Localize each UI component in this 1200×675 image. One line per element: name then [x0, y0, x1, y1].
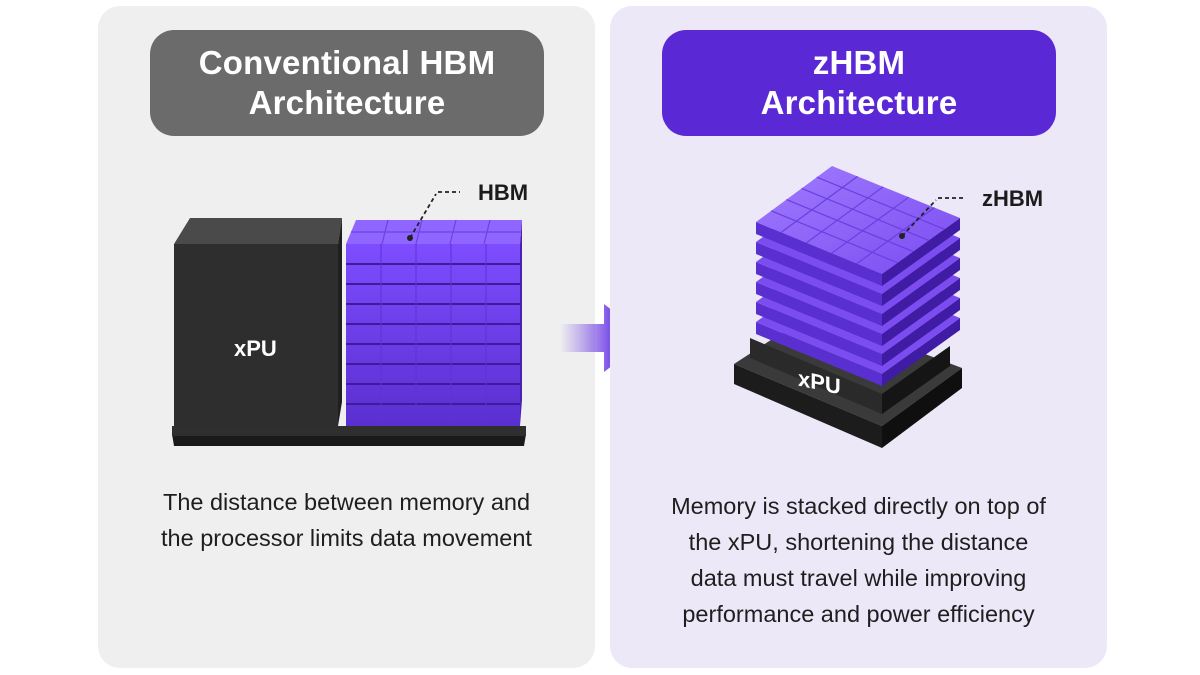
zhbm-callout-label: zHBM — [982, 186, 1044, 211]
memory-grid-line — [801, 187, 930, 241]
memory-grid-line — [856, 207, 935, 265]
zhbm-illustration — [734, 166, 966, 448]
conventional-hbm-panel: Conventional HBM Architecture — [98, 6, 595, 668]
conventional-hbm-title: Conventional HBM Architecture — [150, 30, 544, 136]
hbm-callout-leader — [407, 191, 460, 241]
memory-layer-left-face — [756, 262, 882, 326]
zhbm-panel: zHBM Architecture — [610, 6, 1107, 668]
memory-layer-right-face — [882, 318, 960, 386]
memory-layer-right-face — [882, 278, 960, 346]
zhbm-title: zHBM Architecture — [662, 30, 1056, 136]
zhbm-caption-line2: the xPU, shortening the distance — [688, 529, 1029, 555]
memory-layer-right-face — [882, 298, 960, 366]
memory-grid-line — [770, 210, 898, 264]
memory-layer-left-face — [756, 242, 882, 306]
memory-grid-line — [806, 186, 884, 244]
conventional-title-line1: Conventional HBM — [198, 44, 496, 81]
memory-grid-line — [780, 175, 858, 233]
conventional-caption-line1: The distance between memory and — [162, 489, 531, 515]
zhbm-caption-line1: Memory is stacked directly on top of — [671, 493, 1046, 519]
xpu-cube — [174, 218, 342, 426]
memory-layer-left-face — [756, 282, 882, 346]
zhbm-caption-line4: performance and power efficiency — [682, 601, 1035, 627]
memory-grid-line — [831, 196, 910, 254]
zhbm-caption-line3: data must travel while improving — [690, 565, 1027, 591]
hbm-stack — [346, 219, 522, 426]
conventional-caption: The distance between memory and the proc… — [118, 484, 575, 556]
xpu-label-left: xPU — [234, 336, 277, 361]
conventional-title-line2: Architecture — [248, 84, 446, 121]
memory-grid-line — [816, 176, 945, 230]
memory-layer-left-face — [756, 322, 882, 386]
zhbm-title-line1: zHBM — [812, 44, 906, 81]
substrate-base — [172, 426, 526, 446]
memory-layer-top-face — [756, 166, 960, 274]
memory-layer-left-face — [756, 302, 882, 366]
memory-layer-right-face — [882, 238, 960, 306]
zhbm-title-line2: Architecture — [760, 84, 958, 121]
memory-layer-right-face — [882, 218, 960, 286]
zhbm-memory-stack — [756, 166, 960, 386]
memory-layer-left-face — [756, 222, 882, 286]
hbm-callout-label: HBM — [478, 180, 529, 205]
conventional-hbm-illustration — [172, 191, 526, 446]
conventional-caption-line2: the processor limits data movement — [161, 525, 532, 551]
memory-layer-right-face — [882, 258, 960, 326]
zhbm-caption: Memory is stacked directly on top of the… — [630, 488, 1087, 632]
zhbm-callout-leader — [899, 197, 966, 239]
memory-grid-line — [786, 199, 914, 253]
